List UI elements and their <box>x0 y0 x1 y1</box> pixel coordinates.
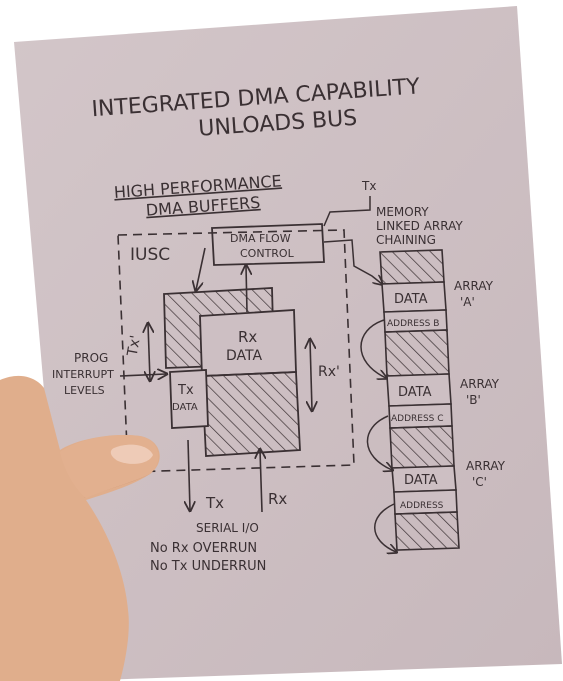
serial-rx-label: Rx <box>268 490 287 508</box>
memory-heading-line-1: MEMORY <box>376 205 429 219</box>
array-a-label: ARRAY <box>454 279 494 293</box>
rx-block-line-2: DATA <box>226 348 262 364</box>
dma-flow-control-line-2: CONTROL <box>240 247 295 260</box>
array-a-address: ADDRESS B <box>387 319 439 329</box>
array-b-address: ADDRESS C <box>391 414 444 424</box>
array-b-label: ARRAY <box>460 377 500 391</box>
serial-io-label: SERIAL I/O <box>196 521 259 535</box>
serial-note-2: No Tx UNDERRUN <box>150 559 266 574</box>
dma-flow-control-line-1: DMA FLOW <box>230 232 291 245</box>
iusc-label: IUSC <box>130 245 170 265</box>
flow-up-arrow <box>246 266 247 312</box>
array-b-data: DATA <box>398 385 432 400</box>
rx-block-line-1: Rx <box>238 328 257 346</box>
tx-block-line-1: Tx <box>177 383 194 398</box>
array-b-name: 'B' <box>466 393 481 407</box>
memory-heading-line-3: CHAINING <box>376 233 436 247</box>
rx-prime-label: Rx' <box>318 364 340 380</box>
array-c-address: ADDRESS <box>400 501 444 511</box>
tx-data-box <box>170 370 208 428</box>
array-c-data: DATA <box>404 473 438 488</box>
array-a-data: DATA <box>394 292 428 307</box>
memory-tx-label: Tx <box>361 179 376 193</box>
array-a-name: 'A' <box>460 295 475 309</box>
prog-interrupt-line-3: LEVELS <box>64 384 105 397</box>
rx-buffer-hatched <box>202 372 300 456</box>
prog-interrupt-line-2: INTERRUPT <box>52 368 114 381</box>
prog-interrupt-line-1: PROG <box>74 351 108 365</box>
serial-tx-label: Tx <box>205 494 224 512</box>
serial-note-1: No Rx OVERRUN <box>150 541 257 556</box>
memory-heading-line-2: LINKED ARRAY <box>376 219 463 233</box>
array-c-label: ARRAY <box>466 459 506 473</box>
array-c-name: 'C' <box>472 475 487 489</box>
tx-block-line-2: DATA <box>172 402 198 413</box>
